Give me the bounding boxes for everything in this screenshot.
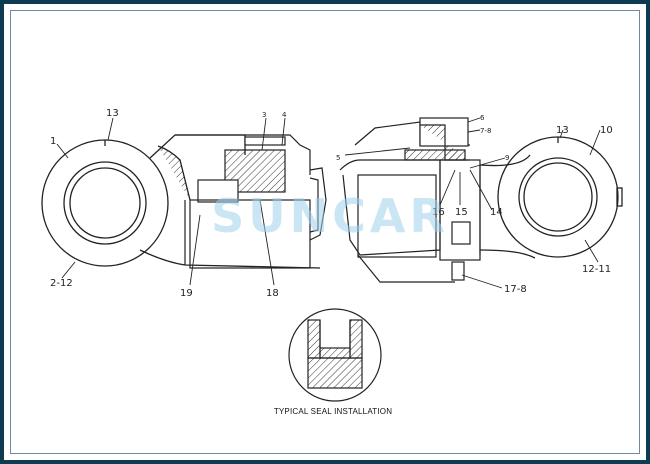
callout-19: 19	[180, 288, 193, 299]
callout-3: 3	[262, 111, 266, 119]
callout-2-12: 2-12	[50, 278, 73, 289]
callout-14: 14	[490, 207, 503, 218]
callout-13-left: 13	[106, 108, 119, 119]
watermark-logo: SUNCAR	[211, 189, 449, 243]
callout-15: 15	[455, 207, 468, 218]
callout-13-right: 13	[556, 125, 569, 136]
seal-caption: TYPICAL SEAL INSTALLATION	[274, 407, 392, 416]
leader-lines	[56, 117, 601, 289]
callout-7-8: 7-8	[480, 127, 491, 135]
callout-16: 16	[432, 207, 445, 218]
callout-10: 10	[600, 125, 613, 136]
callout-4: 4	[282, 111, 287, 119]
callout-17-8: 17-8	[504, 284, 527, 295]
callout-18: 18	[266, 288, 279, 299]
seal-detail	[288, 308, 382, 402]
callout-12-11: 12-11	[582, 264, 611, 275]
callout-5: 5	[336, 154, 340, 162]
right-cylinder-head	[339, 117, 481, 283]
left-rod-body	[175, 134, 327, 269]
callout-1: 1	[50, 136, 56, 147]
callout-labels: 1 13 3 4 2-12 19 18 5 6 7-8 9 13 10 16 1…	[50, 108, 613, 299]
callout-9: 9	[505, 154, 509, 162]
right-cylinder-eye	[479, 136, 623, 259]
inner-border	[10, 10, 640, 454]
callout-6: 6	[480, 114, 485, 122]
